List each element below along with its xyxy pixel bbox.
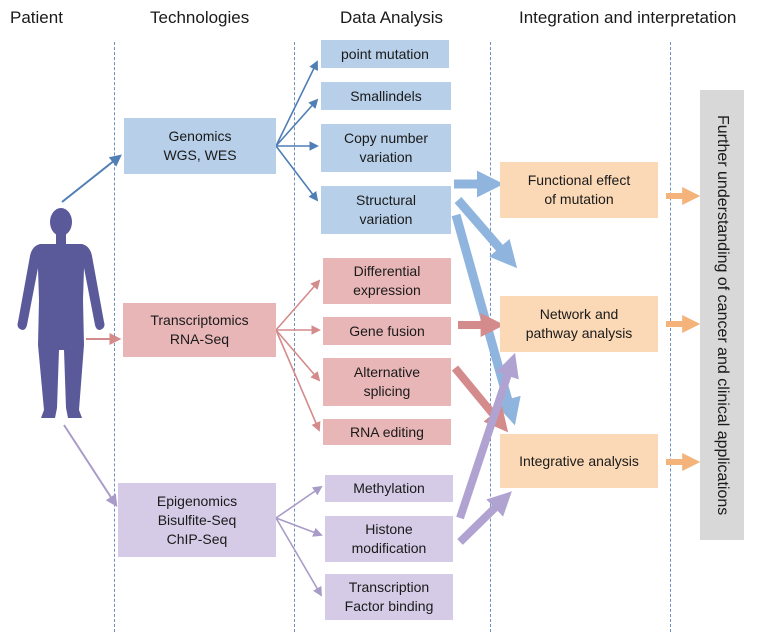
functional-effect-box: Functional effect of mutation	[500, 162, 658, 218]
header-patient: Patient	[10, 8, 63, 27]
column-divider	[670, 42, 671, 632]
further-understanding-label: Further understanding of cancer and clin…	[714, 114, 731, 516]
header-technologies: Technologies	[150, 8, 250, 27]
arrow-genomics-structural	[275, 145, 319, 202]
arrow-histone-integrative	[457, 491, 512, 545]
transcriptomics-box: Transcriptomics RNA-Seq	[123, 303, 276, 357]
methylation-box: Methylation	[325, 475, 453, 502]
differential-expression-box: Differential expression	[323, 258, 451, 304]
arrow-trans-splicing	[275, 329, 321, 382]
patient-figure-icon	[17, 208, 105, 418]
genomics-box: Genomics WGS, WES	[124, 118, 276, 174]
arrow-epi-methylation	[275, 485, 323, 519]
network-pathway-box: Network and pathway analysis	[500, 296, 658, 352]
integrative-analysis-box: Integrative analysis	[500, 434, 658, 488]
tf-binding-box: Transcription Factor binding	[325, 574, 453, 620]
arrow-patient-epigenomics	[63, 424, 118, 508]
arrow-trans-differential	[275, 279, 321, 331]
further-understanding-box: Further understanding of cancer and clin…	[700, 90, 744, 540]
arrow-epi-histone	[275, 517, 323, 537]
arrow-genomics-indels	[275, 98, 319, 147]
arrow-patient-genomics	[61, 154, 122, 203]
smallindels-box: Smallindels	[321, 82, 451, 110]
epigenomics-box: Epigenomics Bisulfite-Seq ChIP-Seq	[118, 483, 276, 557]
column-divider	[294, 42, 295, 632]
histone-modification-box: Histone modification	[325, 516, 453, 562]
rna-editing-box: RNA editing	[323, 419, 451, 445]
point-mutation-box: point mutation	[321, 40, 449, 68]
arrow-histone-network	[456, 352, 519, 520]
alternative-splicing-box: Alternative splicing	[323, 358, 451, 406]
arrow-genomics-point	[275, 60, 318, 147]
header-integration: Integration and interpretation	[519, 8, 737, 27]
copy-number-box: Copy number variation	[321, 124, 451, 172]
arrow-trans-editing	[275, 329, 321, 432]
arrow-structural-network	[454, 197, 518, 269]
header-data-analysis: Data Analysis	[340, 8, 443, 27]
arrow-epi-tf	[275, 517, 322, 597]
structural-variation-box: Structural variation	[321, 186, 451, 234]
gene-fusion-box: Gene fusion	[323, 317, 451, 345]
